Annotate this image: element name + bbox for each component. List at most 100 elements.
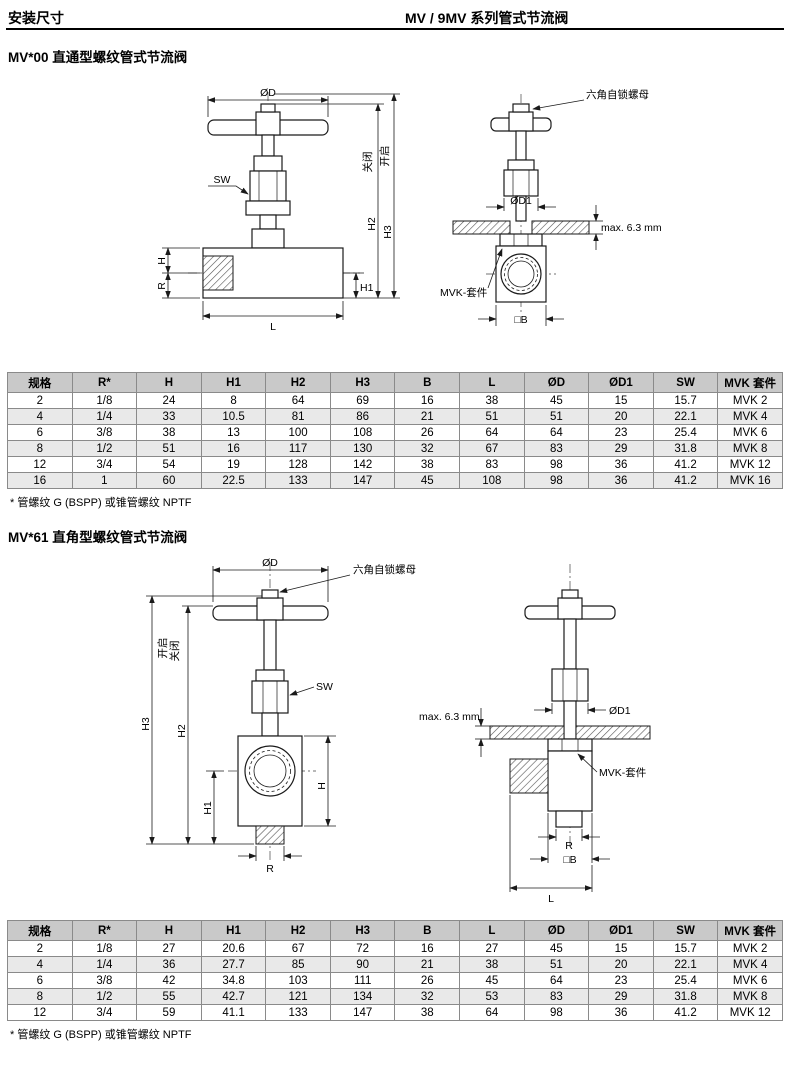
table-cell: MVK 12 [717,1004,783,1021]
column-header: ØD1 [588,920,654,941]
hex-lock-nut-label: 六角自锁螺母 [353,563,416,576]
dim-l: L [509,795,593,905]
dim-od1: ØD1 [534,703,631,717]
column-header: H1 [200,372,267,393]
table-cell: 1/8 [71,940,138,957]
table-cell: 45 [523,392,590,409]
handle [524,589,616,620]
table-cell: 38 [459,956,525,973]
table-cell: 51 [136,440,202,457]
table-cell: 36 [588,472,654,489]
dim-label-od1: ØD1 [609,705,631,717]
table-cell: 27 [136,940,202,957]
mv61-front-view-drawing: ØD 六角自锁螺母 SW [140,557,416,875]
table-cell: 33 [136,408,202,425]
dim-r: R [238,846,302,875]
table-cell: MVK 16 [717,472,783,489]
table-cell: 55 [136,988,202,1005]
table-cell: 121 [265,988,331,1005]
table-cell: 130 [329,440,396,457]
table-cell: 83 [523,440,590,457]
table-cell: MVK 8 [717,988,783,1005]
column-header: B [394,372,461,393]
dim-r: R [538,829,600,852]
table-cell: 38 [459,392,525,409]
column-header: MVK 套件 [717,372,783,393]
mv61-diagrams: ØD 六角自锁螺母 SW [0,546,790,914]
table-cell: 59 [136,1004,202,1021]
valve-body [495,233,547,303]
table-cell: 13 [200,424,267,441]
table-cell: 22.1 [652,956,719,973]
table-cell: 10.5 [200,408,267,425]
table-cell: 42 [136,972,202,989]
mvk-kit-label: MVK-套件 [440,286,487,299]
label-open: 开启 [156,638,169,659]
table-cell: 3/4 [71,1004,138,1021]
table-cell: 23 [588,972,654,989]
table-cell: 12 [7,1004,73,1021]
table-cell: 1/2 [71,440,138,457]
column-header: H3 [329,920,396,941]
table-cell: 128 [265,456,331,473]
table-cell: 1/4 [71,956,138,973]
table-cell: 41.2 [652,1004,719,1021]
dims-left: H R [156,247,200,299]
table-cell: 25.4 [652,424,719,441]
table-cell: MVK 6 [717,972,783,989]
table-cell: 27.7 [200,956,267,973]
table-cell: 69 [329,392,396,409]
table-cell: 22.5 [200,472,267,489]
dim-label-r: R [565,840,573,852]
table-cell: 12 [7,456,73,473]
table-cell: 147 [329,472,396,489]
dim-label-h3: H3 [382,225,394,239]
table-cell: 100 [265,424,331,441]
dim-label-od1: ØD1 [510,195,532,207]
hex-lock-nut-label: 六角自锁螺母 [586,88,649,101]
handle [212,589,329,621]
table-cell: 2 [7,940,73,957]
table-cell: 2 [7,392,73,409]
table-cell: 8 [7,988,73,1005]
column-header: H2 [265,920,331,941]
dim-label-l: L [548,893,554,905]
dim-od1: ØD1 [486,195,556,211]
mvk-kit-callout: MVK-套件 [440,248,503,299]
table-cell: 20.6 [200,940,267,957]
table-cell: 26 [394,972,461,989]
table-cell: 67 [265,940,331,957]
dims-right: H1 H2 关闭 H3 开启 [275,93,400,299]
table-cell: 36 [136,956,202,973]
dim-label-sw: SW [316,681,333,693]
dim-label-r: R [156,282,168,290]
label-open: 开启 [378,146,391,167]
table-cell: 90 [329,956,396,973]
table-cell: 53 [459,988,525,1005]
table-cell: 38 [136,424,202,441]
dim-label-r: R [266,863,274,875]
table-cell: 45 [394,472,461,489]
handle [207,103,329,136]
column-header: H1 [200,920,267,941]
table-cell: 1/8 [71,392,138,409]
table-cell: 23 [588,424,654,441]
table-cell: 15 [588,392,654,409]
table-cell: 64 [459,1004,525,1021]
dim-label-h: H [316,782,328,790]
dim-od: ØD [207,87,329,117]
valve-body [509,738,593,828]
table-cell: 98 [523,456,590,473]
table-cell: MVK 12 [717,456,783,473]
table-cell: 4 [7,956,73,973]
table-cell: 108 [459,472,525,489]
dim-label-sw: SW [214,174,231,186]
